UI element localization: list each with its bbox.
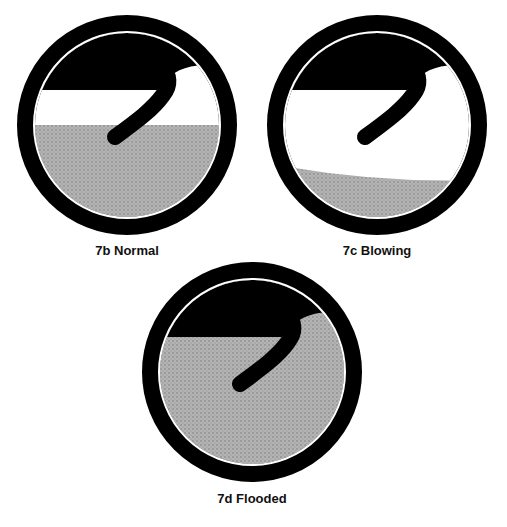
sight-glass-flooded xyxy=(151,271,353,473)
view-caption: 7d Flooded xyxy=(217,491,286,506)
view-caption: 7b Normal xyxy=(95,243,159,258)
sight-glass-blowing xyxy=(276,24,478,226)
liquid xyxy=(27,125,227,225)
view-caption: 7c Blowing xyxy=(343,243,412,258)
sight-glass-normal xyxy=(26,24,228,226)
